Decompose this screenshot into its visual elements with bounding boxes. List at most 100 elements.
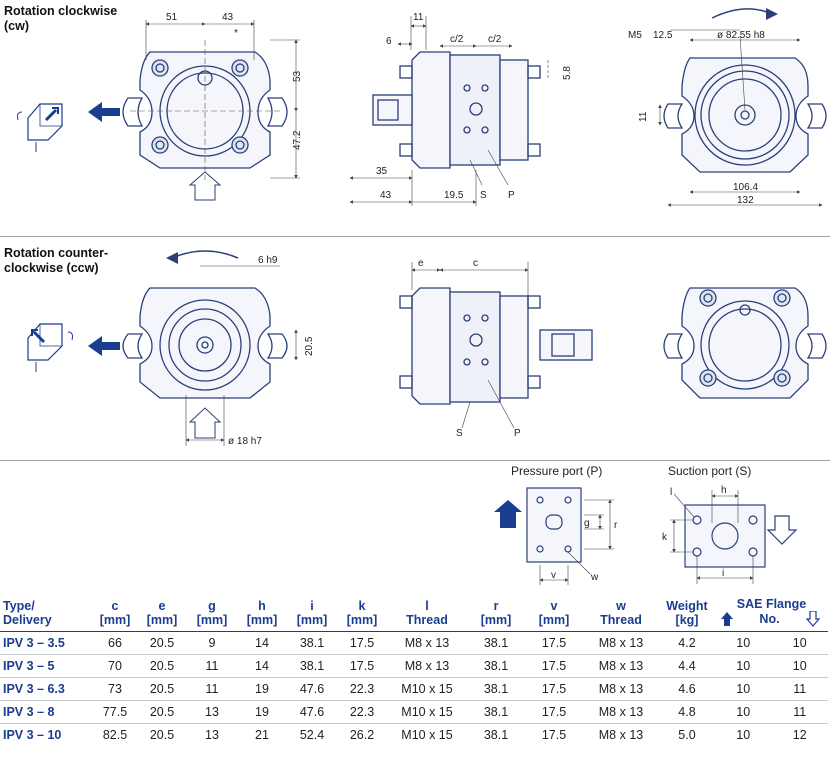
- table-cell: M10 x 15: [387, 700, 467, 724]
- suction-port-label: Suction port (S): [668, 464, 752, 478]
- dim-c-half-2: c/2: [488, 34, 502, 45]
- table-cell: 17.5: [337, 654, 387, 678]
- dim-asterisk: *: [234, 28, 238, 39]
- table-cell: M8 x 13: [583, 677, 659, 701]
- table-cell: M8 x 13: [387, 654, 467, 678]
- suction-arrow-down-icon: [766, 515, 798, 545]
- cw-title-line1: Rotation clockwise: [4, 4, 118, 18]
- table-cell: 17.5: [525, 700, 583, 724]
- table-cell: 14: [237, 654, 287, 678]
- dim-6-h9: 6 h9: [258, 255, 278, 266]
- th-sae-flange: SAE Flange No.: [715, 597, 828, 632]
- th-i: i[mm]: [287, 597, 337, 632]
- dim-82-55: ø 82.55 h8: [717, 30, 765, 41]
- table-cell: 22.3: [337, 677, 387, 701]
- table-cell: M10 x 15: [387, 723, 467, 746]
- port-dim-h: h: [721, 485, 727, 496]
- table-cell: 10: [715, 654, 772, 678]
- cw-front-dims: [145, 20, 300, 179]
- table-cell: 73: [93, 677, 137, 701]
- table-cell: 82.5: [93, 723, 137, 746]
- table-cell: 13: [187, 700, 237, 724]
- cw-front-centerlines: [130, 40, 280, 180]
- table-cell: 20.5: [137, 677, 187, 701]
- table-header-row: Type/Delivery c[mm] e[mm] g[mm] h[mm] i[…: [0, 597, 828, 632]
- port-dim-l: l: [670, 487, 672, 498]
- dim-35: 35: [376, 166, 388, 177]
- table-cell: 17.5: [337, 631, 387, 655]
- table-cell: 10: [715, 631, 772, 655]
- table-cell: 19: [237, 677, 287, 701]
- section-divider-1: [0, 236, 830, 237]
- dim-e: e: [418, 258, 424, 269]
- table-cell: 17.5: [525, 677, 583, 701]
- table-cell: 70: [93, 654, 137, 678]
- dim-132: 132: [737, 195, 754, 206]
- table-cell: 20.5: [137, 723, 187, 746]
- ccw-side-dims: [411, 262, 529, 429]
- table-cell-type: IPV 3 – 8: [0, 700, 93, 724]
- dim-53: 53: [292, 70, 303, 82]
- port-dim-v: v: [551, 570, 556, 581]
- ccw-rotation-icon: [27, 323, 73, 372]
- technical-drawing: 51 43 * 53 47.2 11 6 c: [17, 8, 827, 585]
- table-cell: M10 x 15: [387, 677, 467, 701]
- table-cell: 12: [771, 723, 828, 746]
- table-cell: 11: [771, 677, 828, 701]
- cw-side-view: [372, 51, 541, 169]
- cw-title-line2: (cw): [4, 19, 29, 33]
- port-p2-label: P: [514, 428, 521, 439]
- table-cell-type: IPV 3 – 6.3: [0, 677, 93, 701]
- port-s-label: S: [480, 190, 487, 201]
- dim-12-5: 12.5: [653, 30, 673, 41]
- table-cell-type: IPV 3 – 10: [0, 723, 93, 746]
- ccw-side-view: [399, 287, 593, 405]
- suction-port-dims: [670, 490, 754, 584]
- table-cell: 22.3: [337, 700, 387, 724]
- table-cell: 17.5: [525, 631, 583, 655]
- table-cell: 47.6: [287, 677, 337, 701]
- pressure-port-label: Pressure port (P): [511, 464, 603, 478]
- th-g: g[mm]: [187, 597, 237, 632]
- th-v: v[mm]: [525, 597, 583, 632]
- ccw-front-dims: [185, 265, 298, 446]
- cw-rear-dims: [658, 29, 823, 207]
- ccw-rotation-arc-icon: [171, 250, 239, 259]
- table-cell: 17.5: [525, 723, 583, 746]
- table-cell: 11: [771, 700, 828, 724]
- sae-pressure-arrow-up-icon: [721, 612, 733, 626]
- table-cell: 77.5: [93, 700, 137, 724]
- cw-arrow-left-icon: [88, 102, 120, 122]
- port-p-label: P: [508, 190, 515, 201]
- dim-43-top: 43: [222, 12, 234, 23]
- table-cell: M8 x 13: [583, 631, 659, 655]
- cw-section-title: Rotation clockwise (cw): [4, 4, 117, 34]
- table-cell: 52.4: [287, 723, 337, 746]
- th-k: k[mm]: [337, 597, 387, 632]
- table-cell: 9: [187, 631, 237, 655]
- dim-51: 51: [166, 12, 178, 23]
- th-weight: Weight[kg]: [659, 597, 715, 632]
- dim-47-2: 47.2: [292, 130, 303, 150]
- table-cell: 5.0: [659, 723, 715, 746]
- ccw-rotation-arrowhead-icon: [166, 252, 178, 264]
- table-cell: 21: [237, 723, 287, 746]
- dim-c: c: [473, 258, 478, 269]
- table-cell: 20.5: [137, 631, 187, 655]
- port-dim-r: r: [614, 520, 618, 531]
- table-cell: 4.8: [659, 700, 715, 724]
- section-divider-2: [0, 460, 830, 461]
- table-cell: M8 x 13: [583, 723, 659, 746]
- dim-18-h7: ø 18 h7: [228, 436, 262, 447]
- dimension-table: Type/Delivery c[mm] e[mm] g[mm] h[mm] i[…: [0, 597, 828, 746]
- table-cell: 26.2: [337, 723, 387, 746]
- table-cell: 38.1: [467, 631, 525, 655]
- table-cell: M8 x 13: [583, 700, 659, 724]
- table-cell: 10: [715, 677, 772, 701]
- port-dim-k: k: [662, 532, 668, 543]
- dim-43-bottom: 43: [380, 190, 392, 201]
